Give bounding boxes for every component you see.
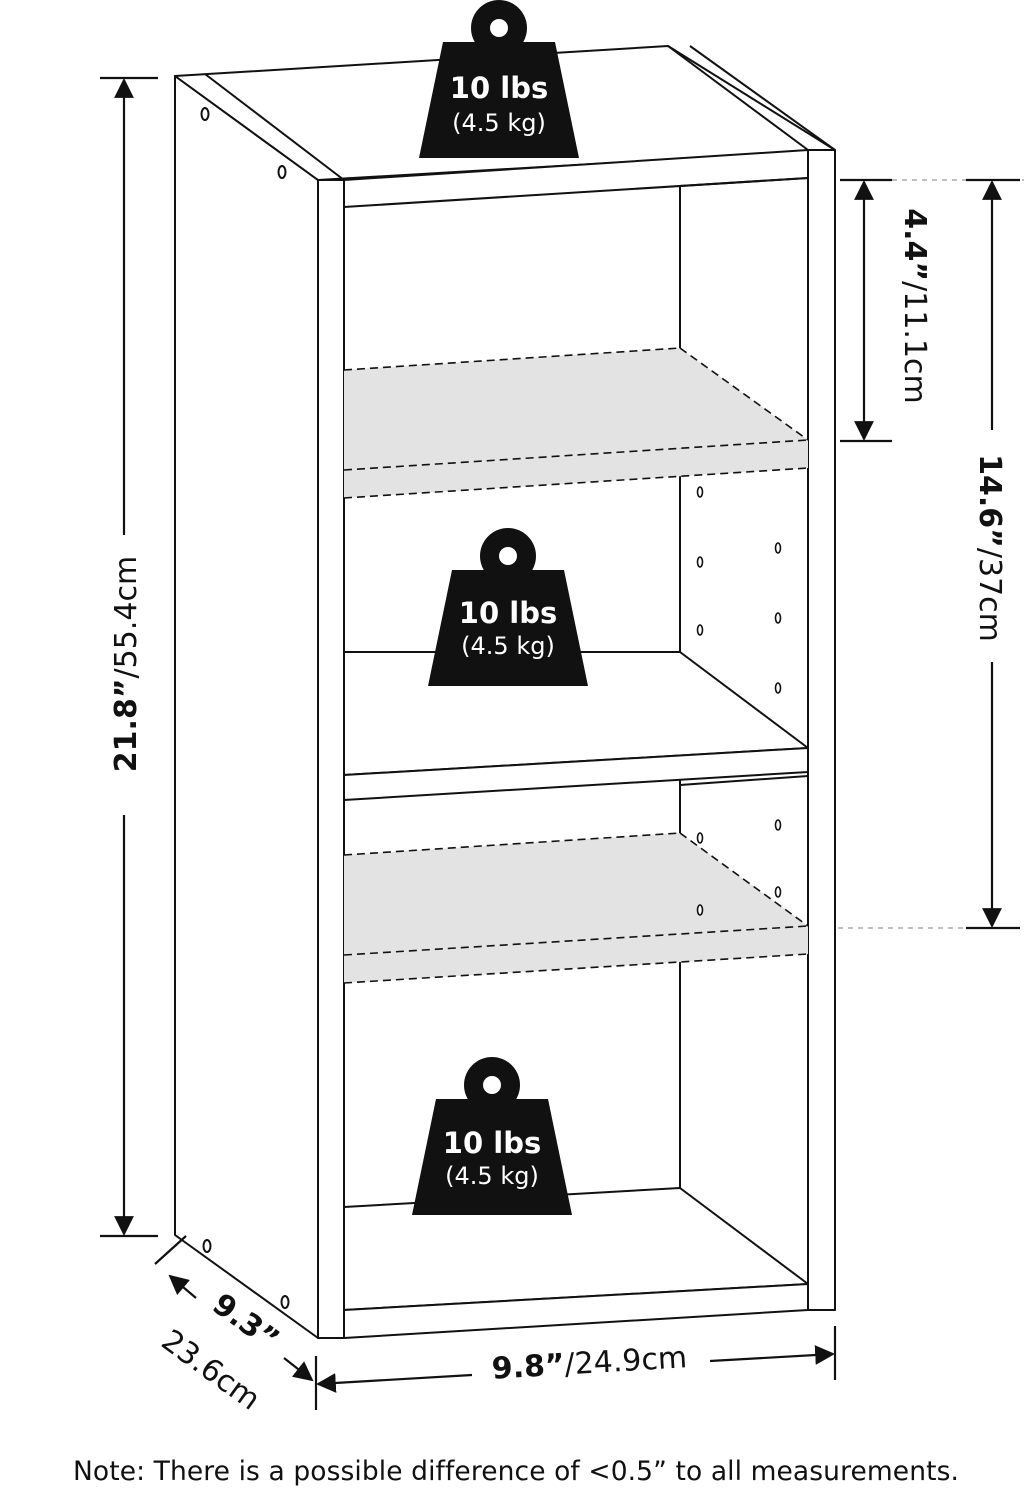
width-label: 9.8”/24.9cm <box>491 1340 688 1387</box>
weight-badge-bottom: 10 lbs (4.5 kg) <box>412 1057 572 1215</box>
weight-badge-top-metric: (4.5 kg) <box>452 109 546 137</box>
left-side-panel <box>174 75 319 1339</box>
height-dimension <box>100 76 158 1238</box>
shelf-spacing-dimension <box>966 178 1020 930</box>
depth-dimension <box>154 1235 314 1382</box>
weight-badge-bottom-metric: (4.5 kg) <box>445 1162 539 1190</box>
top-cubby-dimension <box>840 178 892 443</box>
bookcase-outline <box>174 45 836 1339</box>
top-cubby-label: 4.4”/11.1cm <box>897 208 932 404</box>
adjustable-shelf-lower <box>343 832 809 984</box>
front-right-stile <box>807 149 836 1311</box>
width-dimension <box>314 1326 837 1410</box>
shelf-pin-holes <box>696 486 782 916</box>
adjustable-shelf-upper <box>343 347 809 499</box>
weight-badge-middle-metric: (4.5 kg) <box>461 632 555 660</box>
weight-badge-middle-weight: 10 lbs <box>459 596 557 630</box>
weight-badge-bottom-weight: 10 lbs <box>443 1126 541 1160</box>
weight-badge-top: 10 lbs (4.5 kg) <box>419 0 579 158</box>
measurement-note: Note: There is a possible difference of … <box>72 1456 960 1487</box>
weight-badge-top-weight: 10 lbs <box>450 71 548 105</box>
height-label: 21.8”/55.4cm <box>109 556 144 772</box>
front-left-stile <box>317 179 345 1339</box>
weight-badge-middle: 10 lbs (4.5 kg) <box>428 528 588 686</box>
shelf-spacing-label: 14.6”/37cm <box>972 454 1007 642</box>
side-cam-holes <box>200 107 290 1309</box>
